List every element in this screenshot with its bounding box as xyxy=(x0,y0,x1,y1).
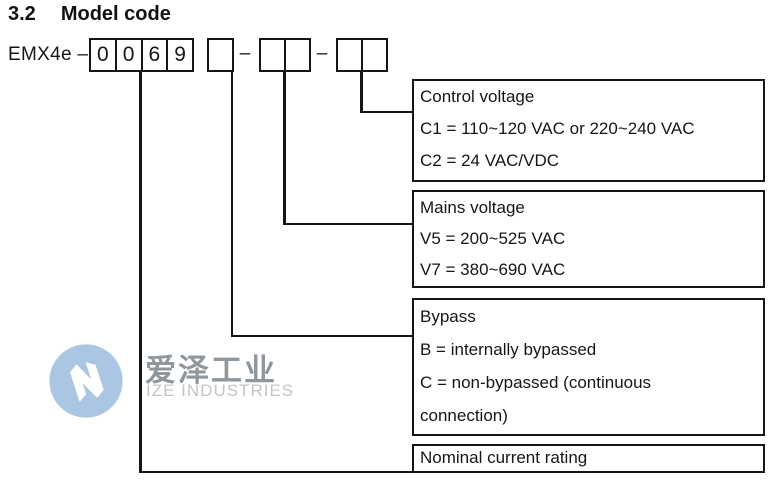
callout-title: Nominal current rating xyxy=(420,448,588,467)
ize-industries-logo-icon xyxy=(49,344,123,418)
watermark-cjk-text: 爱泽工业 xyxy=(145,353,277,388)
connector-line-control-horizontal xyxy=(360,110,415,113)
code-box-control-voltage xyxy=(336,38,388,72)
callout-nominal-current-rating: Nominal current rating xyxy=(412,444,765,473)
connector-line-control-vertical xyxy=(360,70,363,113)
callout-line: C = non-bypassed (continuous xyxy=(420,373,652,392)
callout-title: Mains voltage xyxy=(420,198,525,217)
callout-line: C2 = 24 VAC/VDC xyxy=(420,151,560,170)
watermark-latin-text: IZE INDUSTRIES xyxy=(146,381,295,400)
code-separator-dash: – xyxy=(316,43,328,64)
code-digit: 9 xyxy=(166,40,192,70)
code-cell-empty xyxy=(338,40,361,70)
connector-line-mains-horizontal xyxy=(283,222,415,225)
code-digit: 6 xyxy=(140,40,167,70)
page-title: Model code xyxy=(60,3,171,25)
code-separator-dash: – xyxy=(239,43,251,64)
callout-line: V5 = 200~525 VAC xyxy=(420,229,566,248)
connector-line-mains-vertical xyxy=(283,70,286,225)
code-cell-empty xyxy=(209,40,232,70)
code-box-current-rating: 0 0 6 9 xyxy=(89,38,194,72)
code-cell-empty xyxy=(284,40,309,70)
connector-line-nominal-vertical xyxy=(139,71,142,473)
code-cell-empty xyxy=(361,40,386,70)
callout-mains-voltage: Mains voltage V5 = 200~525 VAC V7 = 380~… xyxy=(412,190,765,288)
callout-line: connection) xyxy=(420,406,508,425)
connector-line-bypass-horizontal xyxy=(230,334,415,337)
code-box-mains-voltage xyxy=(259,38,311,72)
code-digit: 0 xyxy=(114,40,141,70)
callout-bypass: Bypass B = internally bypassed C = non-b… xyxy=(412,298,765,436)
callout-title: Bypass xyxy=(420,307,476,326)
connector-line-nominal-horizontal xyxy=(139,470,415,473)
callout-line: B = internally bypassed xyxy=(420,340,597,359)
code-cell-empty xyxy=(261,40,284,70)
connector-line-bypass-vertical xyxy=(230,71,233,337)
model-code-prefix: EMX4e – xyxy=(8,44,89,65)
code-digit: 0 xyxy=(97,43,109,66)
section-number: 3.2 xyxy=(8,3,36,25)
code-box-bypass xyxy=(207,38,234,72)
callout-control-voltage: Control voltage C1 = 110~120 VAC or 220~… xyxy=(412,79,765,182)
callout-line: V7 = 380~690 VAC xyxy=(420,260,566,279)
callout-title: Control voltage xyxy=(420,87,535,106)
section-heading: 3.2 Model code xyxy=(8,3,171,26)
callout-line: C1 = 110~120 VAC or 220~240 VAC xyxy=(420,119,695,138)
